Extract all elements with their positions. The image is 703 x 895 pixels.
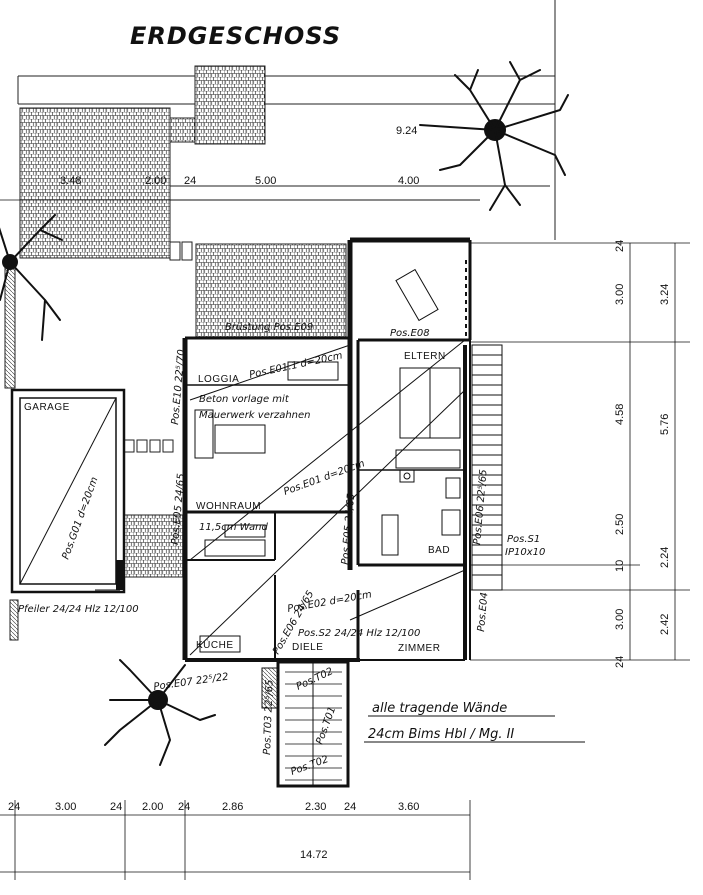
pos-s2: Pos.S2 24/24 Hlz 12/100 [298,628,420,639]
dim-bottom-3: 24 [110,801,122,813]
dim-right-6: 3.00 [614,609,626,630]
dim-bottom-7: 2.30 [305,801,326,813]
pos-e09: Brüstung Pos.E09 [225,322,313,333]
note-line-2: 24cm Bims Hbl / Mg. II [368,727,514,742]
dim-right-1: 24 [614,240,626,252]
span-lines [189,339,466,656]
pos-t03: Pos.T03 22⁵/65 [262,679,276,755]
tree-symbols [0,61,569,766]
dim-top-6: 9.24 [396,125,417,137]
label-zimmer: ZIMMER [398,643,440,654]
dim-bottom-5: 24 [178,801,190,813]
dim-top-3: 24 [184,175,196,187]
label-kueche: KÜCHE [196,639,234,651]
pos-e01: Pos.E01 d=20cm [282,458,366,498]
label-wohnraum: WOHNRAUM [196,501,261,512]
pos-t01: Pos.T01 [314,705,338,746]
dim-top-4: 5.00 [255,175,276,187]
dim-right-2: 3.00 [614,284,626,305]
pos-pfeiler: Pfeiler 24/24 Hlz 12/100 [18,604,139,615]
label-loggia: LOGGIA [198,374,239,385]
plan-title: ERDGESCHOSS [130,22,341,50]
pos-beton: Beton vorlage mit [199,394,290,405]
pos-e011: Pos.E01.1 d=20cm [248,350,343,381]
dim-total: 14.72 [300,849,328,861]
dim-right-7: 24 [614,656,626,668]
dim-right-outer-2: 5.76 [659,414,671,435]
label-bad: BAD [428,545,450,556]
dimension-lines [0,199,690,880]
dim-right-outer-4: 2.42 [659,614,671,635]
dim-bottom-9: 3.60 [398,801,419,813]
pos-e07: Pos.E07 22⁵/22 [153,672,229,693]
pos-ip: IP10x10 [505,547,545,558]
pos-e065: Pos.E06 22⁵/65 [472,469,490,545]
label-diele: DIELE [292,642,323,653]
dim-bottom-2: 3.00 [55,801,76,813]
dim-right-4: 2.50 [614,514,626,535]
note-line-1: alle tragende Wände [372,701,507,716]
dim-right-3: 4.58 [614,404,626,425]
pos-s1: Pos.S1 [507,534,540,545]
pos-t02a: Pos.T02 [295,666,335,693]
dim-right-5: 10 [614,560,626,572]
pos-mauerwerk: Mauerwerk verzahnen [199,410,311,421]
dim-bottom-8: 24 [344,801,356,813]
stepping-stones [123,241,193,453]
garage [10,388,126,594]
dim-right-outer-3: 2.24 [659,547,671,568]
dim-top-2: 2.00 [145,175,166,187]
pos-g01: Pos.G01 d=20cm [60,475,100,561]
pos-e08: Pos.E08 [390,328,430,339]
dim-right-outer-1: 3.24 [659,284,671,305]
pos-e04: Pos.E04 [476,592,490,632]
pos-e05b: Pos.E05 24/65 [340,493,357,565]
dim-bottom-1: 24 [8,801,20,813]
dim-top-5: 4.00 [398,175,419,187]
dim-top-1: 3.48 [60,175,81,187]
dim-bottom-6: 2.86 [222,801,243,813]
label-eltern: ELTERN [404,351,446,362]
dim-bottom-4: 2.00 [142,801,163,813]
pos-frame: 11,5cm Wand [199,522,268,533]
building-walls [182,237,472,662]
label-garage: GARAGE [24,402,70,413]
staircase [261,660,350,788]
pos-t02b: Pos.T02 [289,754,330,778]
